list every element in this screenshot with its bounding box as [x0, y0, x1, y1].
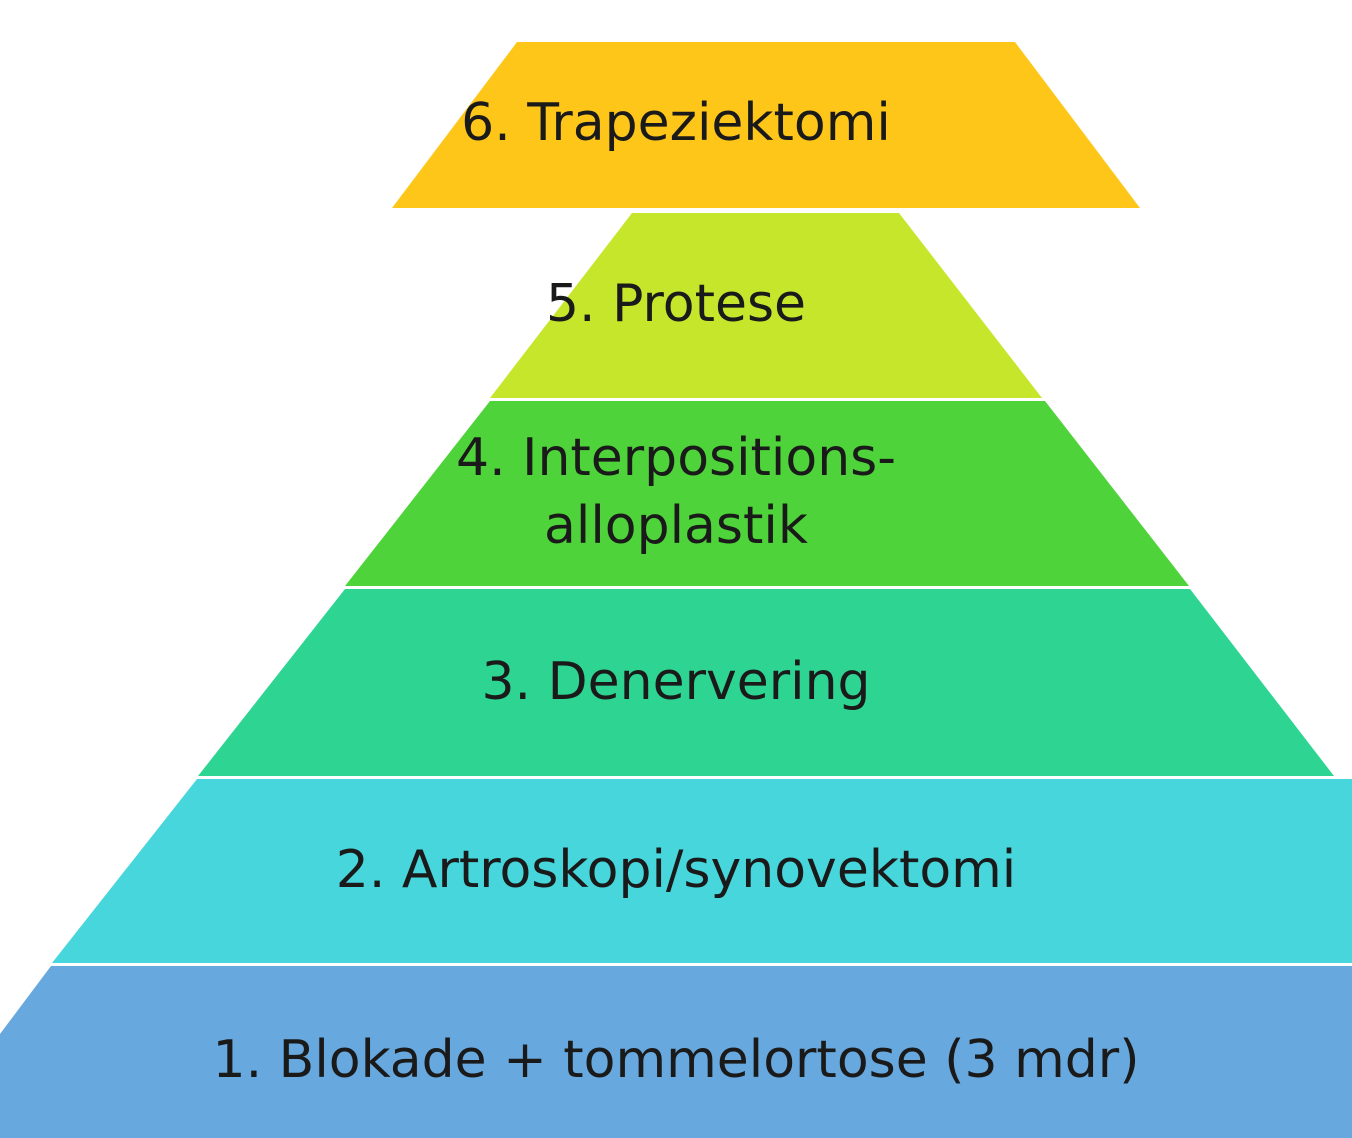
tier-1-label: 1. Blokade + tommelortose (3 mdr)	[212, 1030, 1140, 1090]
tier-4-label-line1: 4. Interpositions-	[455, 428, 897, 488]
pyramid-tier-1	[0, 966, 1352, 1138]
pyramid-tier-6	[392, 42, 1140, 208]
pyramid-tier-2	[52, 779, 1352, 963]
tier-3-label: 3. Denervering	[481, 652, 871, 712]
tier-5-label: 5. Protese	[545, 274, 807, 334]
pyramid-tier-4	[345, 401, 1189, 586]
tier-6-label: 6. Trapeziektomi	[461, 93, 891, 153]
tier-4-label-line2: alloplastik	[544, 496, 808, 556]
pyramid-tier-5	[490, 213, 1042, 398]
pyramid-tier-3	[198, 589, 1334, 776]
tier-2-label: 2. Artroskopi/synovektomi	[335, 840, 1017, 900]
